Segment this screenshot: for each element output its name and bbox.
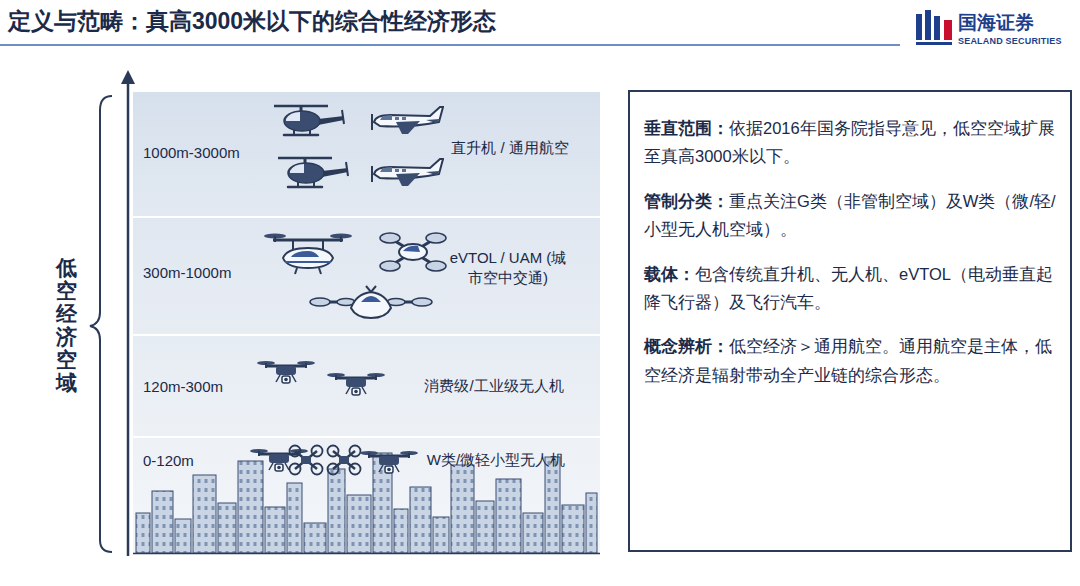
building [586,493,597,553]
paragraph-heading: 垂直范围： [644,119,729,137]
building [496,479,521,553]
building [193,475,216,553]
altitude-band: 120m-300m 消费级/工业级无人机 [133,336,600,436]
altitude-range: 120m-300m [143,378,223,395]
paragraph: 载体：包含传统直升机、无人机、eVTOL（电动垂直起降飞行器）及飞行汽车。 [644,260,1058,317]
building [545,457,560,553]
paragraph-heading: 管制分类： [644,192,729,210]
paragraph-heading: 载体： [644,265,695,283]
building [328,469,345,553]
building [433,517,449,553]
building [562,505,584,553]
building [265,507,285,553]
altitude-range: 1000m-3000m [143,144,240,161]
building [410,487,431,553]
building [152,491,173,553]
building [304,523,326,553]
paragraph-body: 包含传统直升机、无人机、eVTOL（电动垂直起降飞行器）及飞行汽车。 [644,265,1053,311]
building [238,461,263,553]
building [523,513,543,553]
ground-line [133,553,600,555]
building [175,519,191,553]
info-panel: 垂直范围：依据2016年国务院指导意见，低空空域扩展至真高3000米以下。管制分… [628,90,1072,552]
building [287,483,302,553]
aircraft-type: eVTOL / UAM (城市空中交通) [443,248,573,287]
logo-name: 国海证券 [958,10,1034,36]
page-title: 定义与范畴：真高3000米以下的综合性经济形态 [8,6,496,37]
altitude-band: 1000m-3000m 直升机 / 通用航空 [133,92,600,216]
building [476,501,494,553]
building [136,513,150,553]
building [218,503,236,553]
altitude-range: 0-120m [143,452,194,469]
axis-label: 低空经济空域 [56,256,77,395]
aircraft-type: W类/微轻小型无人机 [401,450,591,470]
altitude-band: 300m-1000m eVTOL / UAM (城市空中交通) [133,218,600,334]
building [394,509,408,553]
building [347,495,371,553]
paragraph: 概念辨析：低空经济＞通用航空。通用航空是主体，低空经济是辐射带动全产业链的综合形… [644,332,1058,389]
logo-subname: SEALAND SECURITIES [958,36,1062,46]
paragraph: 管制分类：重点关注G类（非管制空域）及W类（微/轻/小型无人机空域）。 [644,187,1058,244]
altitude-band: 0-120m W类/微轻小型无人机 [133,438,600,554]
paragraph-heading: 概念辨析： [644,337,729,355]
aircraft-type: 直升机 / 通用航空 [435,138,585,158]
altitude-range: 300m-1000m [143,264,231,281]
building [451,465,474,553]
aircraft-type: 消费级/工业级无人机 [399,376,589,396]
paragraph: 垂直范围：依据2016年国务院指导意见，低空空域扩展至真高3000米以下。 [644,114,1058,171]
